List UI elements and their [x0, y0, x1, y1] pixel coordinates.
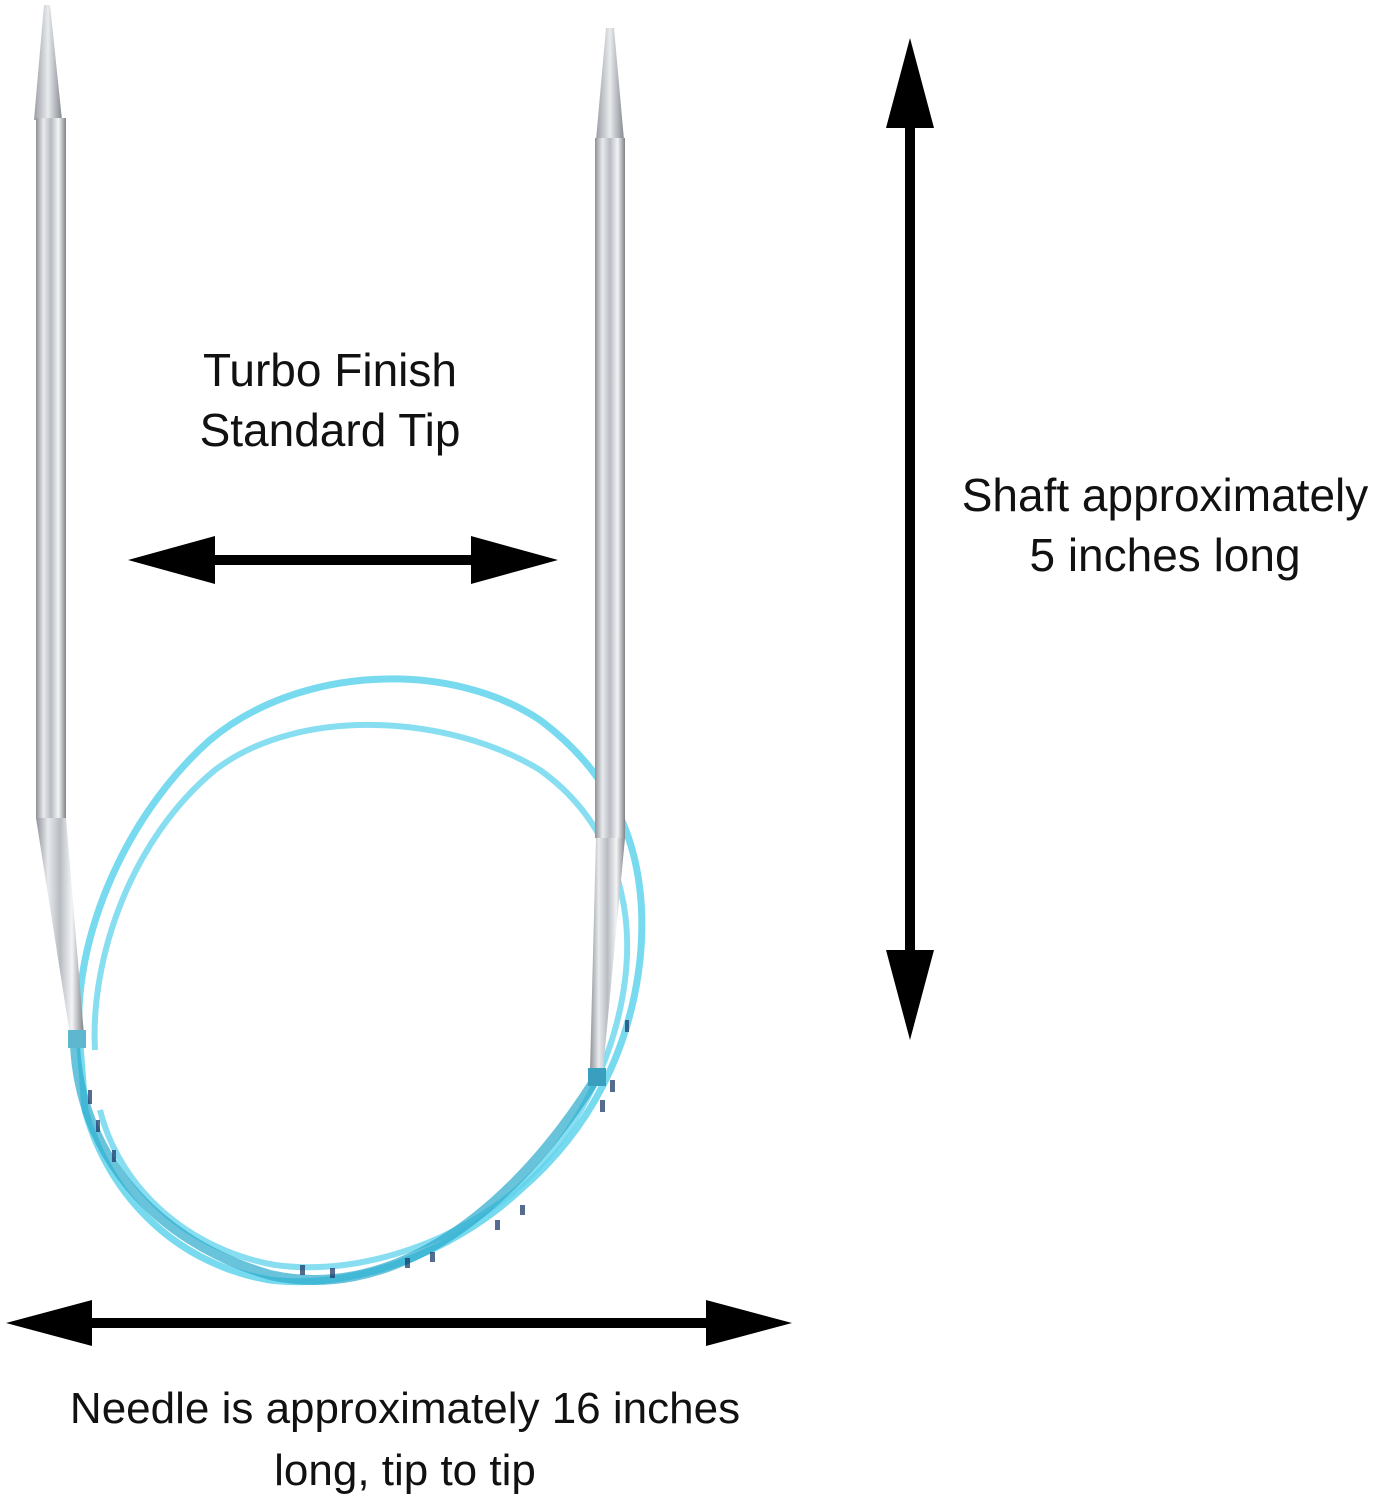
shaft-length-arrow	[886, 38, 934, 1040]
right-needle-shaft	[595, 138, 625, 838]
shaft-caption: Shaft approximately 5 inches long	[920, 465, 1399, 585]
right-needle-joint	[588, 1068, 606, 1086]
tip-caption: Turbo Finish Standard Tip	[150, 340, 510, 460]
cable	[70, 675, 646, 1286]
length-caption-line2: long, tip to tip	[274, 1446, 536, 1495]
left-needle-taper	[36, 818, 84, 1035]
length-caption: Needle is approximately 16 inches long, …	[0, 1378, 810, 1502]
tip-caption-line2: Standard Tip	[199, 404, 461, 456]
cable-bottom-dark	[70, 1044, 600, 1285]
tip-width-arrow	[128, 536, 558, 584]
cable-loop-inner	[91, 722, 631, 1271]
right-needle-taper	[590, 838, 625, 1070]
cable-print-marks	[88, 1020, 629, 1278]
shaft-caption-line2: 5 inches long	[1029, 529, 1301, 581]
left-needle	[34, 5, 86, 1048]
left-needle-joint	[68, 1030, 86, 1048]
left-needle-tip	[34, 5, 62, 120]
needle-length-arrow	[6, 1300, 792, 1346]
left-needle-shaft	[36, 118, 66, 818]
shaft-caption-line1: Shaft approximately	[961, 469, 1369, 521]
cable-loop-outer	[75, 675, 646, 1286]
tip-caption-line1: Turbo Finish	[203, 344, 457, 396]
right-needle-tip	[596, 28, 624, 140]
length-caption-line1: Needle is approximately 16 inches	[69, 1384, 741, 1433]
right-needle	[588, 28, 625, 1086]
